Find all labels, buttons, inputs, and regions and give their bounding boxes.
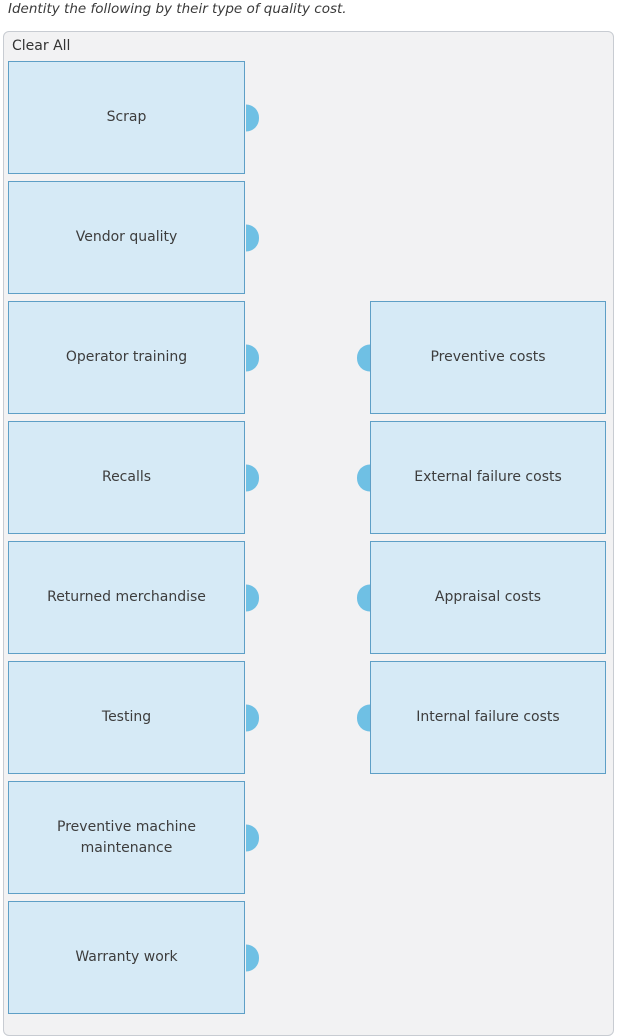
connector-handle[interactable] [356,464,370,491]
connector-handle[interactable] [356,584,370,611]
match-source-box[interactable]: Operator training [8,301,259,414]
match-target-box[interactable]: External failure costs [356,421,606,534]
match-source-box[interactable]: Testing [8,661,259,774]
match-box-label: Recalls [101,469,152,485]
match-target-box[interactable]: Internal failure costs [356,661,606,774]
match-box-label: Operator training [65,349,188,365]
match-box-label: Scrap [106,109,147,125]
connector-handle[interactable] [356,344,370,371]
match-target-box[interactable]: Preventive costs [356,301,606,414]
match-box-label: Preventive machine maintenance [57,818,196,856]
match-box-label: External failure costs [414,469,562,485]
match-source-box[interactable]: Returned merchandise [8,541,259,654]
match-box-label: Testing [101,709,152,725]
connector-handle[interactable] [245,824,259,851]
connector-handle[interactable] [245,584,259,611]
match-box-label: Preventive costs [430,349,546,365]
match-source-box[interactable]: Scrap [8,61,259,174]
connector-handle[interactable] [245,104,259,131]
connector-handle[interactable] [356,704,370,731]
match-box-label: Returned merchandise [47,589,206,605]
match-source-box[interactable]: Warranty work [8,901,259,1014]
connector-handle[interactable] [245,464,259,491]
match-box-label: Warranty work [75,949,178,965]
connector-handle[interactable] [245,224,259,251]
match-box-label: Vendor quality [75,229,178,245]
match-box-label: Internal failure costs [416,709,560,725]
clear-all-button[interactable]: Clear All [12,38,71,54]
match-source-box[interactable]: Vendor quality [8,181,259,294]
instruction-text: Identity the following by their type of … [8,1,347,17]
match-source-box[interactable]: Recalls [8,421,259,534]
connector-handle[interactable] [245,704,259,731]
match-box-label: Appraisal costs [434,589,542,605]
match-source-box[interactable]: Preventive machine maintenance [8,781,259,894]
match-target-box[interactable]: Appraisal costs [356,541,606,654]
connector-handle[interactable] [245,944,259,971]
connector-handle[interactable] [245,344,259,371]
